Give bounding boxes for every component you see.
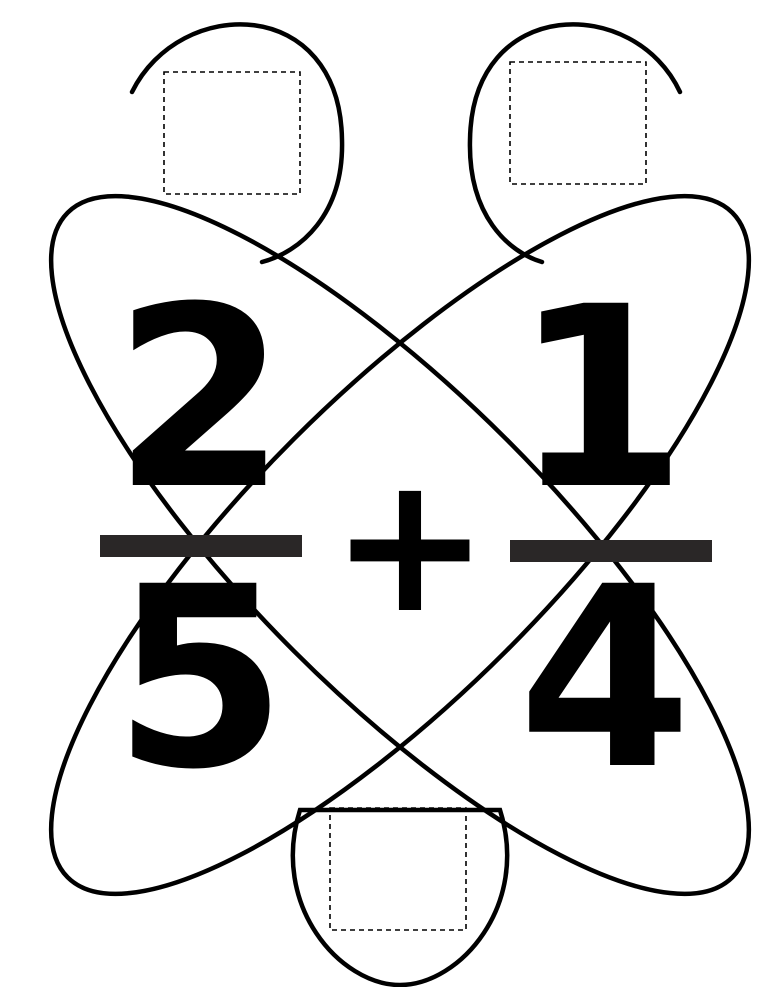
right-denominator: 4 [518, 533, 692, 824]
bottom-loop [293, 810, 507, 985]
answer-box-top-right[interactable] [510, 62, 646, 184]
plus-operator: + [330, 434, 489, 655]
left-numerator: 2 [113, 253, 287, 544]
left-denominator: 5 [113, 533, 287, 824]
answer-box-top-left[interactable] [164, 72, 300, 194]
right-numerator: 1 [513, 253, 687, 544]
